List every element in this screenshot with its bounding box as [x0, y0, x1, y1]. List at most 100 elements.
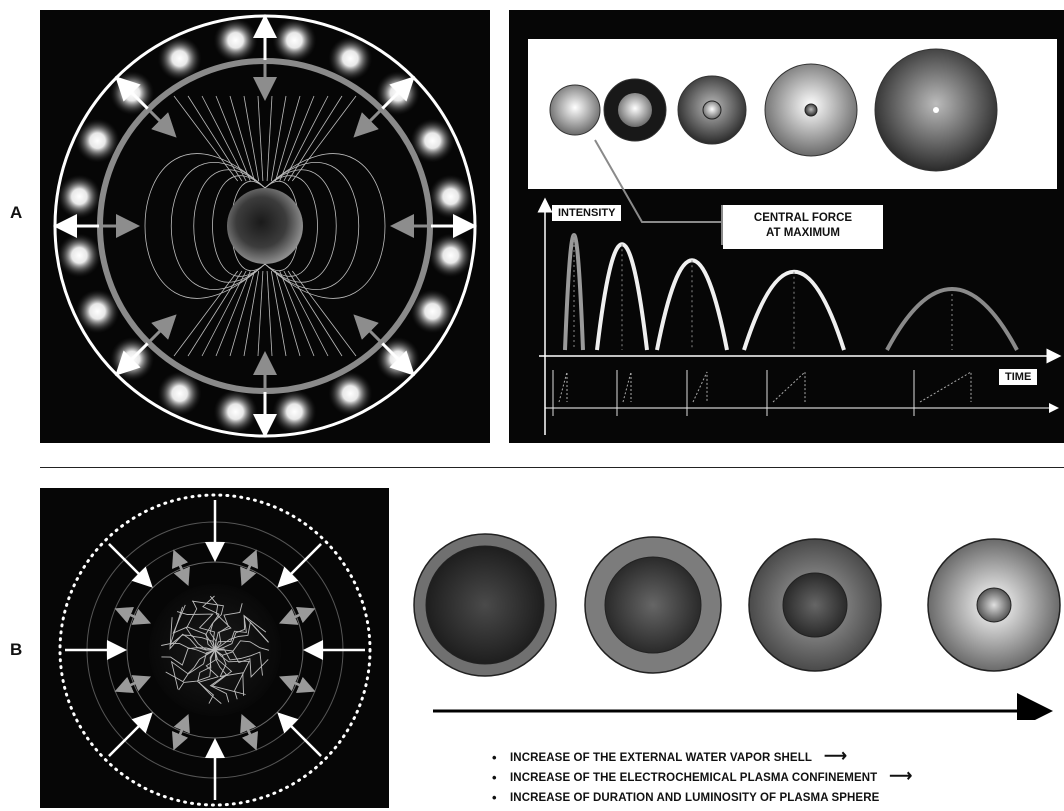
glow-light — [57, 174, 102, 219]
field-lines — [144, 95, 386, 357]
ring-arrows — [53, 14, 477, 438]
pulse-curves — [563, 233, 1019, 351]
gray-outward-arrow — [114, 676, 140, 694]
glow-light — [157, 371, 202, 416]
field-line — [215, 95, 251, 182]
glow-light — [428, 233, 473, 278]
field-line — [283, 95, 329, 182]
filament — [214, 614, 269, 651]
right-arrow-icon: ⟶ — [889, 768, 913, 785]
glow-light — [410, 289, 455, 334]
field-line — [283, 270, 329, 357]
gray-outward-arrow — [290, 606, 316, 624]
field-line — [229, 270, 255, 357]
field-line — [270, 95, 287, 182]
field-line — [275, 95, 301, 182]
field-line — [287, 270, 343, 357]
callout-line-2: AT MAXIMUM — [766, 227, 840, 239]
field-line — [187, 95, 243, 182]
gray-outward-arrow — [290, 676, 316, 694]
shell-sequence — [413, 533, 1061, 720]
panel-a-label: A — [10, 203, 23, 222]
filament — [172, 604, 216, 651]
bubble-2-core — [618, 93, 652, 127]
field-line — [187, 270, 243, 357]
inward-arrow — [353, 109, 382, 138]
callout-connector — [594, 139, 722, 223]
glow-light — [75, 289, 120, 334]
outward-arrow — [115, 76, 149, 110]
field-line — [144, 153, 266, 299]
gray-outward-arrow — [171, 725, 189, 751]
central-core — [227, 188, 303, 264]
intensity-axis-label: INTENSITY — [552, 205, 622, 221]
field-line — [264, 169, 337, 283]
field-line — [257, 95, 264, 182]
glow-light — [410, 118, 455, 163]
list-item: INCREASE OF THE EXTERNAL WATER VAPOR SHE… — [488, 748, 912, 768]
field-ring-diagram — [40, 10, 490, 443]
filament — [178, 649, 216, 691]
panel-divider — [40, 467, 1064, 468]
right-arrow-icon: ⟶ — [823, 748, 847, 765]
filament — [169, 606, 216, 651]
dotted-outer-ring — [58, 493, 372, 807]
shell-stage-3 — [748, 538, 882, 672]
bubble-5-core — [933, 107, 939, 113]
white-inward-arrow — [277, 543, 322, 588]
white-inward-arrow — [108, 543, 153, 588]
glow-light — [328, 371, 373, 416]
central-force-callout: CENTRAL FORCE AT MAXIMUM — [723, 205, 883, 249]
inward-arrows — [65, 500, 365, 800]
field-line — [264, 153, 386, 299]
white-inward-arrow — [108, 712, 153, 757]
implosion-diagram — [40, 488, 389, 808]
field-line — [266, 270, 273, 357]
field-line — [257, 270, 264, 357]
callout-line-1: CENTRAL FORCE — [753, 212, 853, 224]
filament — [165, 649, 216, 683]
gray-outward-arrow — [241, 725, 259, 751]
field-line — [243, 270, 260, 357]
filament — [214, 621, 269, 651]
filament — [176, 611, 216, 651]
glow-light — [75, 118, 120, 163]
field-line — [173, 270, 239, 357]
white-inward-arrow — [277, 712, 322, 757]
field-line — [279, 270, 315, 357]
filament — [169, 617, 216, 651]
glow-light — [213, 389, 258, 434]
filament — [161, 647, 216, 666]
field-line — [193, 169, 266, 283]
outward-arrow — [381, 342, 415, 376]
bubble-1 — [549, 84, 601, 136]
time-axis-label: TIME — [999, 369, 1038, 385]
sawtooth-markers — [552, 370, 972, 416]
effects-list: INCREASE OF THE EXTERNAL WATER VAPOR SHE… — [488, 748, 912, 808]
inward-arrow — [353, 314, 382, 343]
field-line — [243, 95, 260, 182]
shell-stage-1 — [413, 533, 557, 677]
shell-stage-4 — [927, 538, 1061, 672]
glow-light — [57, 233, 102, 278]
inner-gray-ring — [97, 58, 433, 394]
inward-arrow — [148, 314, 177, 343]
glow-light — [328, 36, 373, 81]
sawtooth-ramp — [692, 371, 708, 403]
field-line — [266, 95, 273, 182]
filament — [214, 649, 250, 700]
filament — [197, 649, 216, 704]
filament — [214, 603, 243, 651]
glow-light — [272, 18, 317, 63]
field-line — [279, 95, 315, 182]
field-line — [287, 95, 343, 182]
glow-light — [213, 18, 258, 63]
bubble-sequence — [549, 48, 998, 172]
bubble-3-core — [702, 100, 722, 120]
glow-light — [428, 174, 473, 219]
shell-stage-2 — [584, 536, 722, 674]
field-line — [275, 270, 301, 357]
field-line — [170, 162, 266, 290]
panel-b-label: B — [10, 640, 23, 659]
list-item: INCREASE OF DURATION AND LUMINOSITY OF P… — [488, 788, 912, 808]
